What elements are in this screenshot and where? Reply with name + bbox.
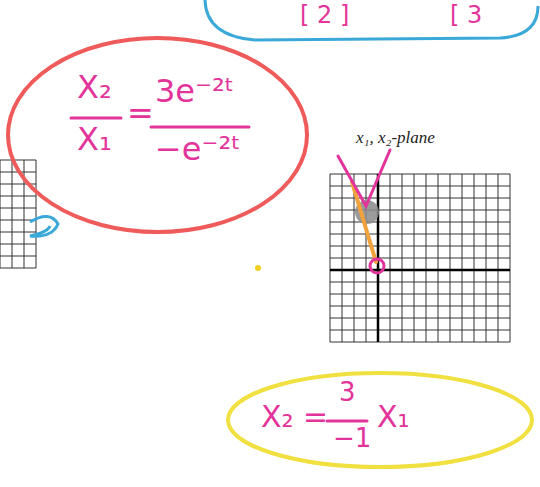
partial-grid	[0, 160, 36, 268]
plane-label: x₁, x₂-plane	[356, 128, 435, 148]
blue-scribble	[30, 216, 58, 236]
fraction-bar	[151, 126, 249, 129]
handwritten-term: =	[127, 95, 154, 132]
handwritten-term: X₁	[77, 121, 112, 158]
handwritten-term: 3	[339, 378, 356, 408]
blue-bracket-outline	[205, 0, 538, 40]
fraction-bar	[71, 117, 121, 120]
pink-arrow	[338, 150, 390, 206]
fraction-bar	[327, 420, 367, 423]
circled-line-equation: X₂ = 3 −1X₁	[225, 370, 535, 470]
vector-fragment: [ 2 ]	[300, 2, 349, 30]
handwritten-term: −1	[333, 424, 371, 454]
yellow-speck	[255, 265, 261, 271]
handwritten-term: X₂ =	[261, 400, 328, 435]
handwritten-term: −e⁻²ᵗ	[155, 131, 241, 168]
handwritten-term: X₂	[77, 69, 112, 106]
handwritten-term: X₁	[377, 400, 410, 435]
origin-circle	[370, 259, 384, 273]
vector-fragment: [ 3	[450, 2, 482, 30]
x1-axis	[330, 269, 510, 272]
circled-equation: X₂ X₁ =3e⁻²ᵗ −e⁻²ᵗ	[5, 35, 310, 235]
coordinate-grid	[330, 174, 510, 342]
handwritten-term: 3e⁻²ᵗ	[155, 73, 234, 110]
